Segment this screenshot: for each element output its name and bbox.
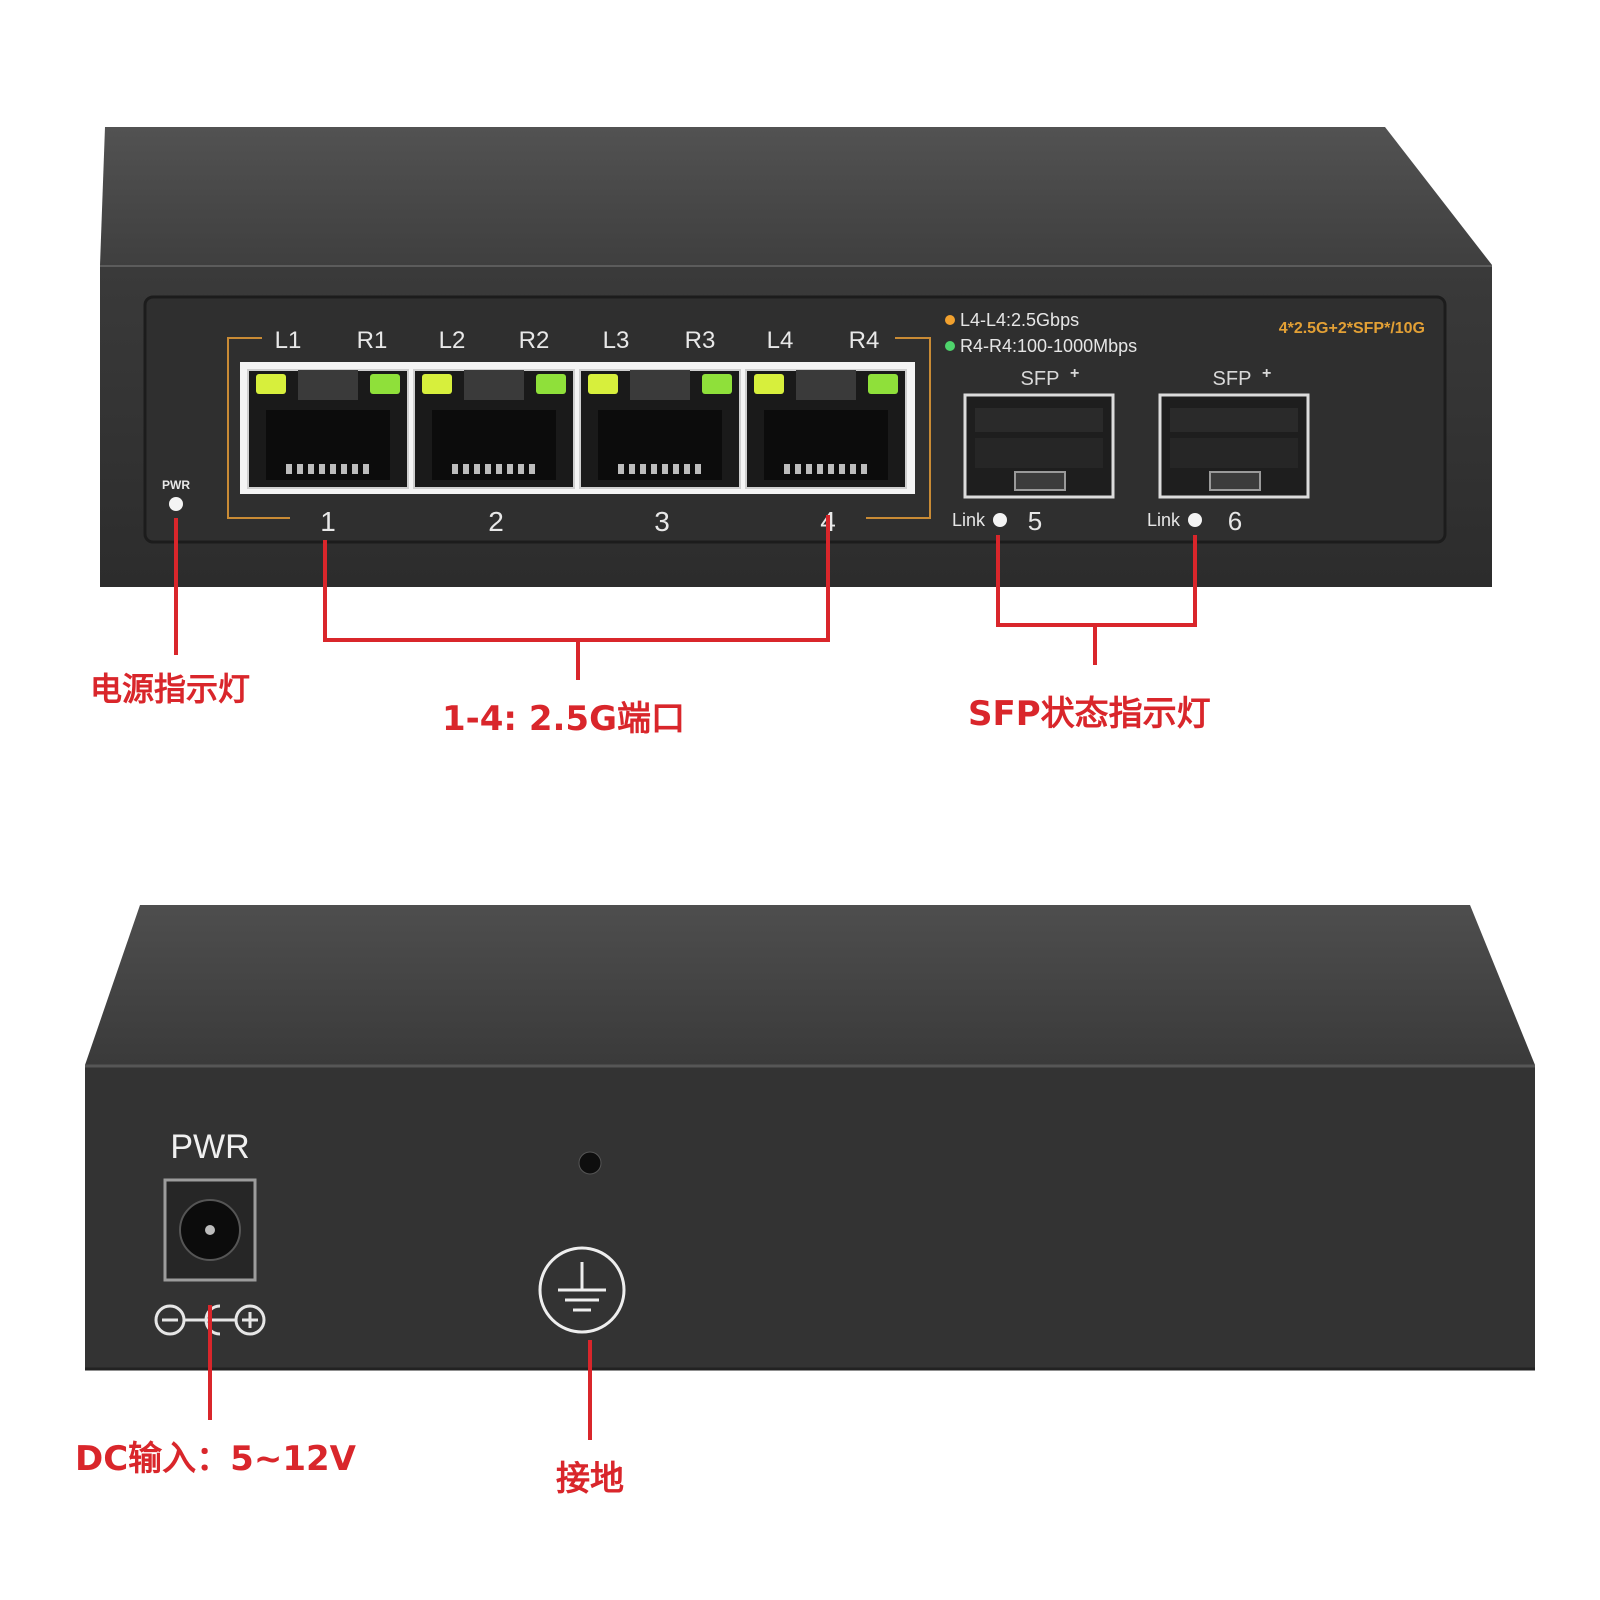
callout-ground: 接地 (556, 1459, 624, 1499)
led-left-1 (256, 374, 286, 394)
rj45-port-1[interactable] (247, 369, 409, 489)
sfp-label-6: SFP (1213, 368, 1252, 390)
svg-text:+: + (1262, 365, 1271, 382)
rj45-ports (247, 369, 907, 489)
port-top-label-r1: R1 (357, 327, 388, 354)
callout-dc-input: DC输入：5~12V (75, 1439, 357, 1479)
led-left-3 (588, 374, 618, 394)
callout-ports: 1-4: 2.5G端口 (442, 699, 685, 739)
rj45-port-2[interactable] (413, 369, 575, 489)
legend-amber-dot (945, 315, 955, 325)
sfp-link-label-6: Link (1147, 510, 1181, 530)
sfp-port-5[interactable]: SFP + Link 5 (952, 365, 1115, 536)
port-number-2: 2 (488, 506, 504, 537)
front-chassis-top (100, 127, 1492, 265)
port-top-label-r2: R2 (519, 327, 550, 354)
back-chassis-top (85, 905, 1535, 1065)
dc-jack[interactable] (163, 1178, 257, 1282)
led-right-3 (702, 374, 732, 394)
port-top-label-r4: R4 (849, 327, 880, 354)
rj45-bracket (227, 337, 931, 519)
port-top-labels: L1 R1 L2 R2 L3 R3 L4 R4 (275, 327, 880, 354)
front-pwr-label: PWR (162, 478, 190, 492)
sfp-label-5: SFP (1021, 368, 1060, 390)
front-callout-lines (174, 515, 1197, 680)
sfp-link-label-5: Link (952, 510, 986, 530)
back-view: PWR DC输入： (75, 905, 1535, 1499)
led-left-4 (754, 374, 784, 394)
led-left-2 (422, 374, 452, 394)
legend-r: R4-R4:100-1000Mbps (960, 336, 1137, 356)
sfp-led-5 (993, 513, 1007, 527)
port-number-3: 3 (654, 506, 670, 537)
led-right-2 (536, 374, 566, 394)
port-number-1: 1 (320, 506, 336, 537)
legend-green-dot (945, 341, 955, 351)
sfp-number-5: 5 (1028, 506, 1042, 536)
back-pwr-label: PWR (170, 1128, 249, 1166)
sfp-port-6[interactable]: SFP + Link 6 (1147, 365, 1310, 536)
svg-text:+: + (1070, 365, 1079, 382)
callout-sfp-led: SFP状态指示灯 (968, 694, 1211, 734)
callout-power-led: 电源指示灯 (90, 670, 250, 708)
rj45-port-3[interactable] (579, 369, 741, 489)
sfp-led-6 (1188, 513, 1202, 527)
legend-l: L4-L4:2.5Gbps (960, 310, 1079, 330)
power-led (169, 497, 183, 511)
rj45-port-4[interactable] (745, 369, 907, 489)
port-top-label-l3: L3 (603, 327, 630, 354)
sfp-number-6: 6 (1228, 506, 1242, 536)
port-top-label-l4: L4 (767, 327, 794, 354)
led-right-4 (868, 374, 898, 394)
ground-screw-hole (578, 1151, 602, 1175)
model-text: 4*2.5G+2*SFP*/10G (1279, 320, 1425, 337)
back-callout-lines (208, 1305, 592, 1440)
port-top-label-r3: R3 (685, 327, 716, 354)
led-right-1 (370, 374, 400, 394)
port-top-label-l1: L1 (275, 327, 302, 354)
ground-icon (538, 1246, 626, 1334)
port-top-label-l2: L2 (439, 327, 466, 354)
back-chassis-face (85, 1065, 1535, 1370)
